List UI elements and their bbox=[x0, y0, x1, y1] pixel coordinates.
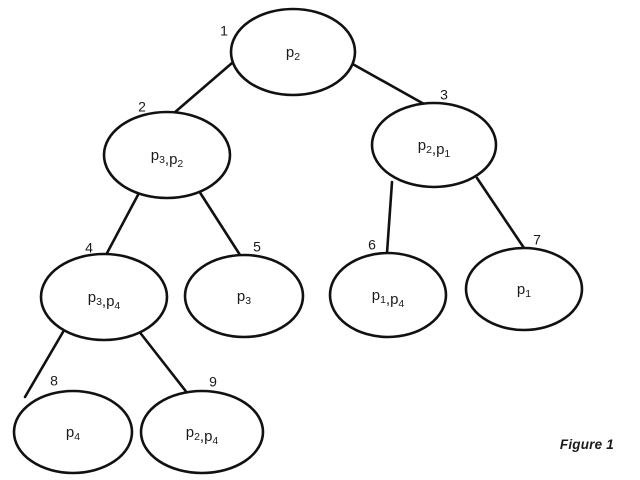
node-ellipse-5 bbox=[183, 253, 305, 339]
node-label-4: p3,p4 bbox=[88, 289, 121, 312]
tree-node-4[interactable]: p3,p4 4 bbox=[39, 240, 169, 342]
tree-node-6[interactable]: p1,p4 6 bbox=[328, 237, 448, 339]
node-number-4: 4 bbox=[85, 240, 93, 256]
node-ellipse-4 bbox=[39, 252, 169, 342]
node-number-3: 3 bbox=[440, 87, 448, 103]
tree-edge-2-5 bbox=[197, 189, 242, 257]
tree-nodes-group: p2 1 p3,p2 2 p2,p1 3 p3,p4 4 p3 5 p1,p4 6 p1 7 p4 8 p2,p… bbox=[12, 7, 584, 475]
tree-edge-4-9 bbox=[136, 328, 190, 396]
tree-node-9[interactable]: p2,p4 9 bbox=[139, 374, 265, 475]
tree-edge-1-2 bbox=[172, 55, 241, 115]
tree-node-8[interactable]: p4 8 bbox=[12, 373, 134, 475]
tree-edge-1-3 bbox=[347, 60, 426, 106]
node-ellipse-3 bbox=[370, 101, 498, 189]
node-ellipse-9 bbox=[139, 389, 265, 475]
tree-node-7[interactable]: p1 7 bbox=[464, 232, 584, 332]
tree-edge-2-4 bbox=[104, 191, 141, 257]
node-label-9: p2,p4 bbox=[186, 424, 219, 447]
node-ellipse-7 bbox=[464, 246, 584, 332]
tree-edges-group bbox=[23, 55, 526, 399]
node-label-5: p3 bbox=[237, 288, 251, 307]
node-number-1: 1 bbox=[220, 23, 228, 39]
node-label-1: p2 bbox=[286, 44, 300, 63]
node-ellipse-2 bbox=[102, 110, 232, 200]
node-label-7: p1 bbox=[517, 281, 531, 300]
node-number-6: 6 bbox=[368, 237, 376, 253]
node-number-9: 9 bbox=[209, 374, 217, 390]
tree-edge-3-7 bbox=[475, 176, 526, 250]
node-ellipse-1 bbox=[229, 7, 357, 97]
node-label-3: p2,p1 bbox=[418, 137, 451, 160]
node-number-8: 8 bbox=[50, 373, 58, 389]
tree-node-3[interactable]: p2,p1 3 bbox=[370, 87, 498, 189]
tree-edge-3-6 bbox=[385, 180, 394, 255]
node-label-8: p4 bbox=[66, 424, 80, 443]
figure-caption: Figure 1 bbox=[559, 437, 614, 452]
tree-node-2[interactable]: p3,p2 2 bbox=[102, 99, 232, 200]
node-number-2: 2 bbox=[138, 99, 146, 115]
tree-node-5[interactable]: p3 5 bbox=[183, 239, 305, 339]
node-number-7: 7 bbox=[533, 232, 541, 248]
tree-edge-4-8 bbox=[23, 330, 65, 399]
node-number-5: 5 bbox=[253, 239, 261, 255]
node-label-2: p3,p2 bbox=[151, 147, 184, 170]
node-ellipse-6 bbox=[328, 251, 448, 339]
tree-node-1[interactable]: p2 1 bbox=[220, 7, 357, 97]
node-label-6: p1,p4 bbox=[372, 287, 405, 310]
node-ellipse-8 bbox=[12, 389, 134, 475]
